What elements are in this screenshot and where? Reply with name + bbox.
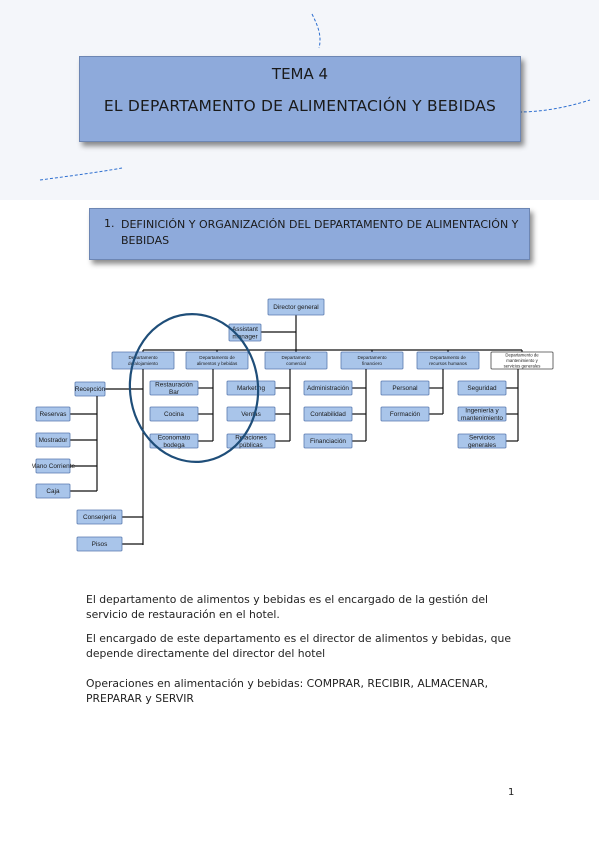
org-chart: Director generalAssistantmanagerDepartam… bbox=[32, 298, 554, 552]
unit-5-1-label: Ingeniería y bbox=[465, 407, 499, 414]
unit-3-1-box bbox=[303, 406, 353, 422]
unit-2-2-label: Relaciones bbox=[235, 434, 267, 441]
unit-2-2-label: públicas bbox=[239, 442, 262, 449]
assistant-manager-label: Assistant bbox=[232, 326, 258, 333]
director-general-box bbox=[267, 298, 325, 316]
unit-1-2-label: bodega bbox=[163, 442, 185, 449]
section-heading: 1. DEFINICIÓN Y ORGANIZACIÓN DEL DEPARTA… bbox=[89, 208, 530, 260]
unit-4-0-label: Personal bbox=[392, 385, 417, 392]
unit-4-1-label: Formación bbox=[390, 411, 421, 418]
department-1-label: Departamento de bbox=[199, 355, 235, 360]
unit-2-0-box bbox=[226, 380, 276, 396]
department-1-label: alimentos y bebidas bbox=[197, 361, 238, 366]
department-5-label: Departamento de bbox=[505, 352, 539, 357]
unit-2-1-label: Ventas bbox=[241, 411, 261, 418]
unit-2-1-box bbox=[226, 406, 276, 422]
unit-1-2-label: Economato bbox=[158, 434, 191, 441]
department-4-label: Departamento de bbox=[430, 355, 466, 360]
reception-child-1-box bbox=[35, 432, 71, 448]
page-number: 1 bbox=[508, 787, 515, 798]
assistant-manager-label: manager bbox=[232, 334, 258, 341]
reception-child-3-box bbox=[35, 483, 71, 499]
unit-2-0-label: Marketing bbox=[237, 385, 266, 392]
unit-1-0-label: Bar bbox=[169, 389, 180, 396]
lodging-other-1-box bbox=[76, 536, 123, 552]
unit-1-1-box bbox=[149, 406, 199, 422]
unit-3-1-label: Contabilidad bbox=[310, 411, 346, 418]
department-0-label: Departamento bbox=[128, 355, 158, 360]
reception-child-2-label: Mano Corriente bbox=[32, 463, 75, 470]
unit-5-1-label: mantenimiento bbox=[461, 415, 503, 422]
lodging-other-0-box bbox=[76, 509, 123, 525]
director-general-label: Director general bbox=[273, 304, 318, 311]
unit-3-2-box bbox=[303, 433, 353, 449]
reception-child-0-label: Reservas bbox=[40, 411, 67, 418]
department-3-label: financiero bbox=[362, 361, 382, 366]
section-title: DEFINICIÓN Y ORGANIZACIÓN DEL DEPARTAMEN… bbox=[121, 218, 519, 247]
unit-5-2-box bbox=[457, 433, 507, 449]
section-number: 1. bbox=[104, 217, 115, 230]
reception-child-1-label: Mostrador bbox=[39, 437, 69, 444]
unit-3-0-box bbox=[303, 380, 353, 396]
department-2-label: Departamento bbox=[281, 355, 311, 360]
reception-child-3-label: Caja bbox=[46, 488, 60, 495]
assistant-manager-box bbox=[228, 323, 262, 342]
unit-5-0-label: Seguridad bbox=[467, 385, 497, 392]
department-5-box bbox=[490, 351, 554, 370]
unit-2-2-box bbox=[226, 433, 276, 449]
department-5-label: servicios generales bbox=[504, 364, 541, 369]
title-banner: TEMA 4 EL DEPARTAMENTO DE ALIMENTACIÓN Y… bbox=[79, 56, 521, 142]
paragraph-1: El departamento de alimentos y bebidas e… bbox=[86, 593, 489, 621]
lodging-other-0-label: Conserjería bbox=[83, 514, 116, 521]
highlight-circle bbox=[128, 313, 260, 463]
unit-3-0-label: Administración bbox=[307, 385, 349, 392]
unit-1-0-label: Restauración bbox=[155, 381, 193, 388]
unit-4-1-box bbox=[380, 406, 430, 422]
title-line-1: TEMA 4 bbox=[271, 65, 329, 83]
unit-5-2-label: Servicios bbox=[469, 434, 495, 441]
department-2-box bbox=[264, 351, 328, 370]
reception-child-2-box bbox=[35, 458, 71, 474]
reception-child-0-box bbox=[35, 406, 71, 422]
unit-4-0-box bbox=[380, 380, 430, 396]
reception-box bbox=[74, 381, 106, 397]
unit-1-1-label: Cocina bbox=[164, 411, 184, 418]
lodging-other-1-label: Pisos bbox=[92, 541, 108, 548]
department-5-label: mantenimiento y bbox=[506, 358, 538, 363]
department-4-box bbox=[416, 351, 480, 370]
decorative-lines bbox=[39, 13, 591, 181]
reception-label: Recepción bbox=[75, 386, 106, 393]
department-2-label: comercial bbox=[286, 361, 306, 366]
unit-3-2-label: Financiación bbox=[310, 438, 346, 445]
department-3-box bbox=[340, 351, 404, 370]
unit-5-1-box bbox=[457, 406, 507, 422]
unit-1-0-box bbox=[149, 380, 199, 396]
department-1-box bbox=[185, 351, 249, 370]
department-0-label: de alojamiento bbox=[128, 361, 158, 366]
unit-5-2-label: generales bbox=[468, 442, 496, 449]
paragraph-3: Operaciones en alimentación y bebidas: C… bbox=[86, 677, 489, 705]
paragraph-2: El encargado de este departamento es el … bbox=[86, 632, 511, 660]
department-4-label: recursos humanos bbox=[429, 361, 467, 366]
title-line-2: EL DEPARTAMENTO DE ALIMENTACIÓN Y BEBIDA… bbox=[103, 97, 497, 115]
department-3-label: Departamento bbox=[357, 355, 387, 360]
unit-5-0-box bbox=[457, 380, 507, 396]
